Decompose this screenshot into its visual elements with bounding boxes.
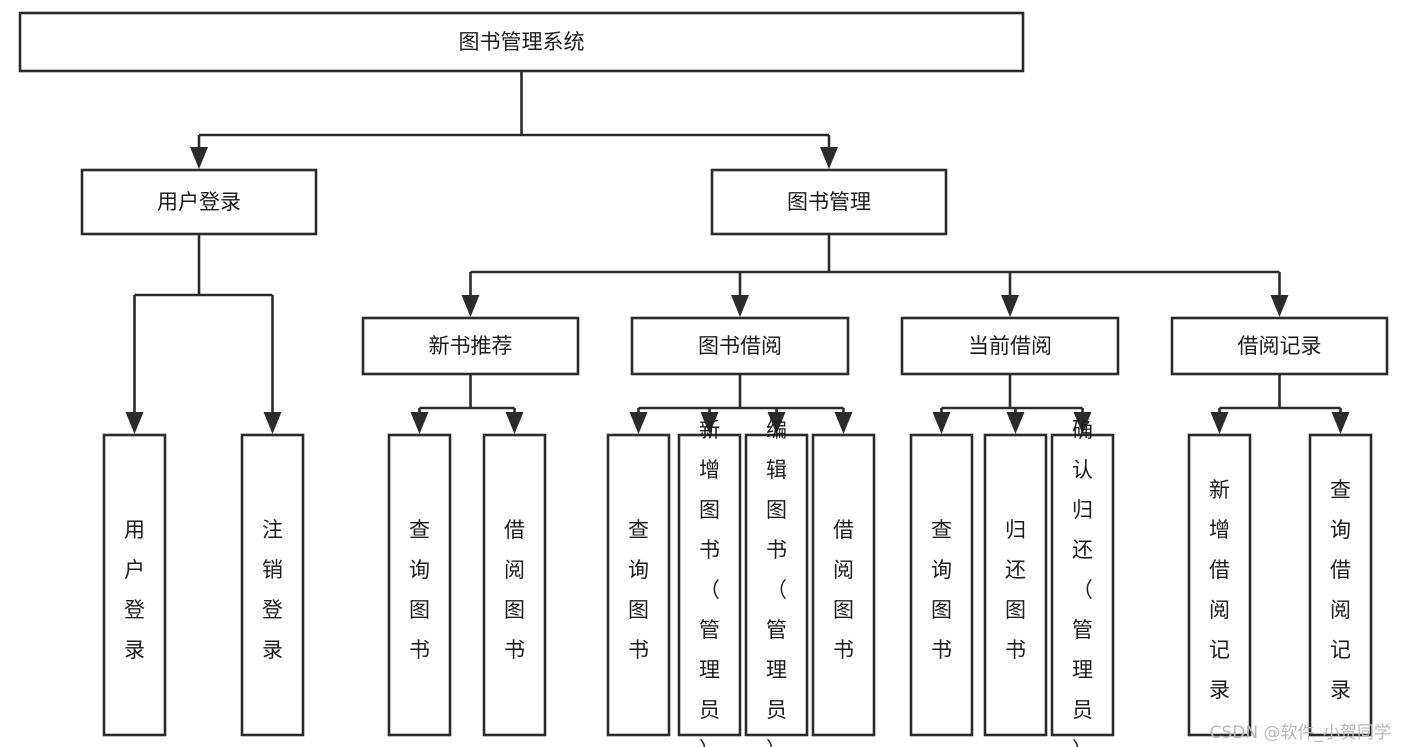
node-leaf-query-borrow-record[interactable]: 查询借阅记录: [1308, 433, 1373, 737]
node-leaf-add-book-admin[interactable]: 新增图书（管理员）: [677, 418, 742, 747]
node-box-leaf-confirm-return-admin: [1050, 433, 1115, 737]
node-label-leaf-borrow-book-recommend: 借阅图书: [504, 518, 525, 662]
node-box-leaf-user-login: [102, 433, 167, 737]
node-layer: 图书管理系统用户登录图书管理新书推荐图书借阅当前借阅借阅记录用户登录注销登录查询…: [18, 11, 1389, 747]
node-current-borrow[interactable]: 当前借阅: [900, 316, 1120, 376]
node-label-leaf-return-book: 归还图书: [1005, 518, 1026, 662]
node-label-leaf-borrow-book: 借阅图书: [833, 518, 854, 662]
node-leaf-borrow-book[interactable]: 借阅图书: [811, 433, 876, 737]
node-box-leaf-edit-book-admin: [744, 433, 809, 737]
connector-layer: [125, 71, 1350, 434]
node-box-book-borrow: [630, 316, 850, 376]
node-leaf-query-book-borrow[interactable]: 查询图书: [606, 433, 671, 737]
node-leaf-logout-login[interactable]: 注销登录: [240, 433, 305, 737]
node-box-current-borrow: [900, 316, 1120, 376]
node-label-book-manage-module: 图书管理: [787, 190, 871, 214]
node-box-leaf-return-book: [983, 433, 1048, 737]
node-box-leaf-query-borrow-record: [1308, 433, 1373, 737]
node-label-leaf-user-login: 用户登录: [124, 518, 145, 662]
node-label-leaf-confirm-return-admin: 确认归还（管理员）: [1072, 418, 1093, 747]
node-label-new-book-recommend: 新书推荐: [429, 334, 513, 358]
node-new-book-recommend[interactable]: 新书推荐: [361, 316, 580, 376]
node-leaf-return-book[interactable]: 归还图书: [983, 433, 1048, 737]
node-box-borrow-record: [1170, 316, 1389, 376]
node-label-current-borrow: 当前借阅: [968, 334, 1052, 358]
node-root[interactable]: 图书管理系统: [18, 11, 1025, 73]
node-box-book-manage-module: [710, 168, 948, 236]
node-borrow-record[interactable]: 借阅记录: [1170, 316, 1389, 376]
node-label-user-login-module: 用户登录: [157, 190, 241, 214]
node-label-leaf-query-book-recommend: 查询图书: [409, 518, 430, 662]
node-box-leaf-query-book-borrow: [606, 433, 671, 737]
node-label-leaf-logout-login: 注销登录: [262, 518, 283, 662]
node-leaf-query-book-current[interactable]: 查询图书: [909, 433, 974, 737]
node-box-leaf-add-borrow-record: [1187, 433, 1252, 737]
node-leaf-confirm-return-admin[interactable]: 确认归还（管理员）: [1050, 418, 1115, 747]
node-leaf-add-borrow-record[interactable]: 新增借阅记录: [1187, 433, 1252, 737]
node-leaf-user-login[interactable]: 用户登录: [102, 433, 167, 737]
node-box-leaf-query-book-current: [909, 433, 974, 737]
node-leaf-query-book-recommend[interactable]: 查询图书: [387, 433, 452, 737]
node-book-manage-module[interactable]: 图书管理: [710, 168, 948, 236]
node-label-book-borrow: 图书借阅: [698, 334, 782, 358]
node-label-root: 图书管理系统: [459, 30, 585, 54]
node-box-new-book-recommend: [361, 316, 580, 376]
node-box-leaf-borrow-book-recommend: [482, 433, 547, 737]
node-box-leaf-logout-login: [240, 433, 305, 737]
node-user-login-module[interactable]: 用户登录: [80, 168, 318, 236]
node-box-root: [18, 11, 1025, 73]
node-label-leaf-add-book-admin: 新增图书（管理员）: [699, 418, 720, 747]
node-box-leaf-borrow-book: [811, 433, 876, 737]
node-box-leaf-add-book-admin: [677, 433, 742, 737]
node-label-leaf-query-book-current: 查询图书: [931, 518, 952, 662]
node-label-leaf-query-book-borrow: 查询图书: [628, 518, 649, 662]
node-label-leaf-add-borrow-record: 新增借阅记录: [1209, 478, 1230, 702]
node-box-leaf-query-book-recommend: [387, 433, 452, 737]
node-box-user-login-module: [80, 168, 318, 236]
node-leaf-edit-book-admin[interactable]: 编辑图书（管理员）: [744, 418, 809, 747]
node-label-leaf-query-borrow-record: 查询借阅记录: [1330, 478, 1351, 702]
node-leaf-borrow-book-recommend[interactable]: 借阅图书: [482, 433, 547, 737]
node-book-borrow[interactable]: 图书借阅: [630, 316, 850, 376]
node-label-leaf-edit-book-admin: 编辑图书（管理员）: [766, 418, 787, 747]
node-label-borrow-record: 借阅记录: [1238, 334, 1322, 358]
